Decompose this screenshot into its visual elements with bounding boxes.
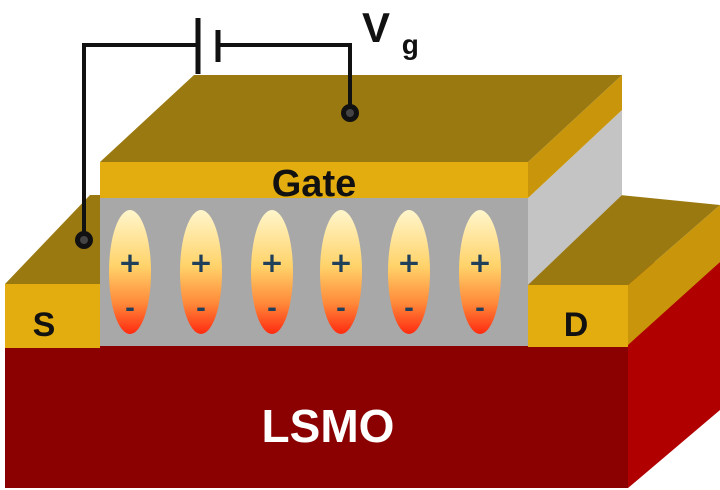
gate-voltage-circuit: V g	[75, 4, 419, 249]
dipole-plus: +	[260, 246, 283, 279]
gate-side-face	[528, 75, 622, 198]
gate-electrode: Gate	[100, 75, 622, 205]
gate-contact-dot-highlight	[346, 109, 354, 117]
source-electrode: S	[5, 195, 100, 348]
dipole: + -	[180, 210, 222, 334]
dipole-minus: -	[196, 294, 206, 322]
dipole-body	[180, 210, 222, 334]
gate-wire	[218, 43, 352, 113]
dipole-body	[251, 210, 293, 334]
dielectric-layer	[100, 110, 622, 346]
dielectric-side-face	[528, 110, 622, 285]
gate-top-face	[100, 75, 622, 162]
dipole-plus: +	[118, 246, 141, 279]
source-wire	[82, 43, 198, 240]
dipole-body	[320, 210, 362, 334]
gate-voltage-label: V g	[362, 4, 419, 60]
source-front-face	[5, 284, 100, 348]
source-top-face	[5, 195, 100, 284]
dipole-plus: +	[189, 246, 212, 279]
substrate-label: LSMO	[262, 400, 395, 452]
dipole-plus: +	[468, 246, 491, 279]
drain-top-face	[528, 195, 720, 285]
source-label: S	[33, 306, 56, 344]
drain-label: D	[564, 306, 589, 344]
dipole-minus: -	[267, 294, 277, 322]
dipole-plus: +	[329, 246, 352, 279]
voltage-subscript: g	[402, 29, 419, 60]
dipole-minus: -	[125, 294, 135, 322]
dipole: + -	[388, 210, 430, 334]
substrate-front-face	[5, 340, 628, 488]
drain-electrode: D	[528, 195, 720, 347]
dipole-body	[109, 210, 151, 334]
dipole: + -	[251, 210, 293, 334]
dipole-minus: -	[404, 294, 414, 322]
drain-front-face	[528, 285, 628, 347]
dipole-minus: -	[475, 294, 485, 322]
voltage-symbol: V	[362, 4, 390, 51]
substrate-side-face	[628, 262, 720, 488]
source-contact-dot-highlight	[80, 236, 88, 244]
dipole: + -	[320, 210, 362, 334]
dipole-body	[459, 210, 501, 334]
gate-label: Gate	[272, 163, 356, 205]
dipole-plus: +	[397, 246, 420, 279]
dipole-body	[388, 210, 430, 334]
drain-side-face	[628, 205, 720, 345]
dipole-minus: -	[336, 294, 346, 322]
dipole-group: + - + - + - + - + - + -	[109, 210, 501, 334]
gate-front-face	[100, 162, 528, 198]
dipole: + -	[459, 210, 501, 334]
dielectric-front-face	[100, 198, 528, 346]
dipole: + -	[109, 210, 151, 334]
